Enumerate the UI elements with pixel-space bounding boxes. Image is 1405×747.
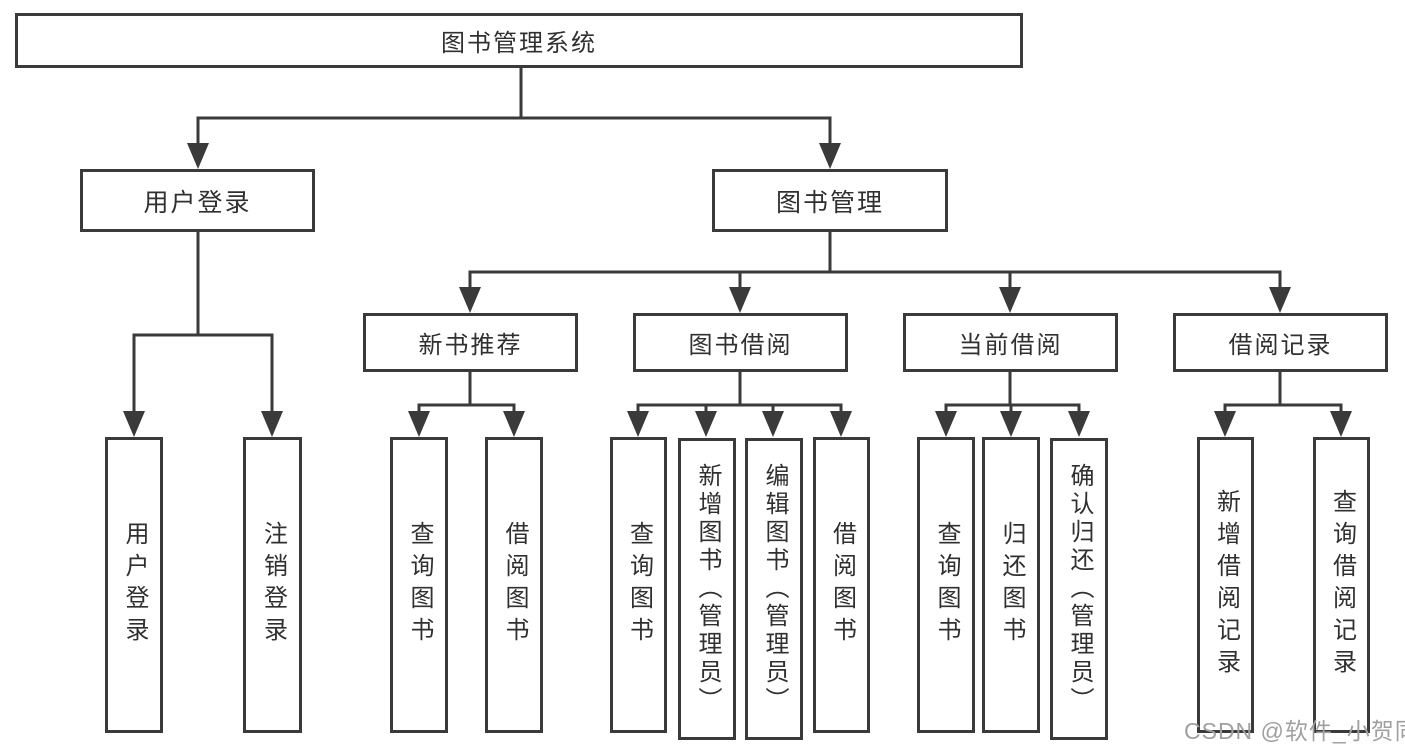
node-root-label: 图书管理系统 — [441, 30, 597, 57]
node-leaf-logout-label: 注销登录 — [259, 521, 287, 649]
node-user-login-label: 用户登录 — [143, 188, 252, 217]
node-leaf-newbook-borrow-label: 借阅图书 — [501, 521, 528, 649]
node-root: 图书管理系统 — [15, 13, 1023, 68]
node-leaf-user-login-label: 用户登录 — [121, 521, 148, 649]
edge-user-login-to-leaves — [123, 231, 283, 437]
node-leaf-borrow-edit-admin: 编辑图书（管理员） — [745, 438, 803, 740]
edge-book-borrow-to-leaves — [627, 371, 852, 437]
node-leaf-newbook-query: 查询图书 — [390, 437, 448, 733]
node-leaf-current-confirm-admin: 确认归还（管理员） — [1050, 438, 1108, 740]
node-user-login: 用户登录 — [80, 169, 315, 232]
edge-new-book-to-leaves — [408, 371, 525, 437]
node-current-borrow: 当前借阅 — [903, 313, 1118, 372]
node-leaf-borrow-edit-admin-label: 编辑图书（管理员） — [761, 463, 788, 715]
node-current-borrow-label: 当前借阅 — [958, 332, 1063, 359]
node-leaf-borrow-borrow-label: 借阅图书 — [828, 521, 856, 649]
node-leaf-borrow-borrow: 借阅图书 — [813, 437, 870, 733]
node-leaf-current-return-label: 归还图书 — [998, 521, 1025, 649]
node-borrow-records: 借阅记录 — [1173, 313, 1388, 372]
node-leaf-newbook-borrow: 借阅图书 — [485, 437, 543, 733]
node-borrow-records-label: 借阅记录 — [1228, 332, 1333, 359]
node-leaf-records-query-label: 查询借阅记录 — [1328, 489, 1356, 681]
node-leaf-current-confirm-admin-label: 确认归还（管理员） — [1066, 463, 1093, 715]
node-leaf-borrow-add-admin: 新增图书（管理员） — [678, 438, 736, 740]
node-leaf-newbook-query-label: 查询图书 — [406, 521, 433, 649]
node-leaf-user-login: 用户登录 — [105, 437, 163, 733]
edge-borrow-records-to-leaves — [1214, 371, 1352, 437]
node-new-book: 新书推荐 — [363, 313, 578, 372]
node-leaf-borrow-add-admin-label: 新增图书（管理员） — [694, 463, 721, 715]
edge-current-borrow-to-leaves — [935, 371, 1090, 437]
node-book-mgmt-label: 图书管理 — [775, 188, 884, 217]
node-book-mgmt: 图书管理 — [712, 169, 948, 232]
edge-book-mgmt-to-level3 — [459, 231, 1291, 313]
node-leaf-current-query-label: 查询图书 — [933, 521, 960, 649]
node-book-borrow: 图书借阅 — [633, 313, 848, 372]
node-leaf-current-query: 查询图书 — [917, 437, 975, 733]
node-leaf-records-query: 查询借阅记录 — [1313, 437, 1370, 733]
watermark: CSDN @软件_小贺同学 — [1184, 718, 1405, 744]
node-leaf-current-return: 归还图书 — [982, 437, 1040, 733]
node-new-book-label: 新书推荐 — [418, 332, 523, 359]
node-book-borrow-label: 图书借阅 — [688, 332, 793, 359]
node-leaf-borrow-query-label: 查询图书 — [625, 521, 653, 649]
node-leaf-records-add: 新增借阅记录 — [1197, 437, 1254, 733]
node-leaf-borrow-query: 查询图书 — [610, 437, 667, 733]
node-leaf-logout: 注销登录 — [243, 437, 302, 733]
edge-root-to-level2 — [187, 66, 841, 169]
node-leaf-records-add-label: 新增借阅记录 — [1212, 489, 1240, 681]
